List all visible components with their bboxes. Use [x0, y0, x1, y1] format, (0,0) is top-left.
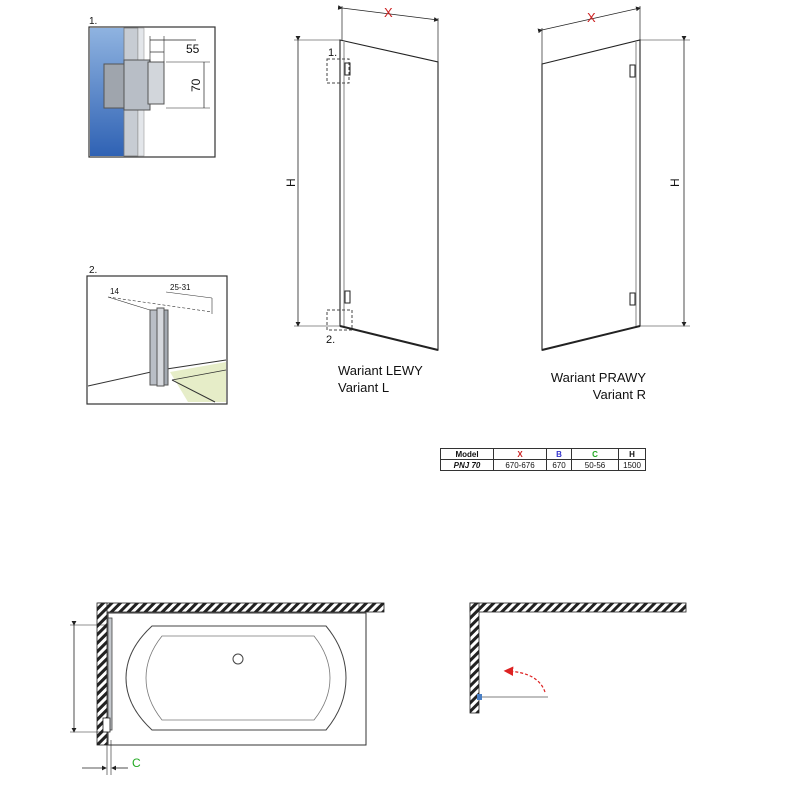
glass-panel-left — [339, 39, 439, 351]
swing-arrow — [503, 666, 546, 693]
detail2-label: 2. — [89, 265, 97, 276]
profile-right — [156, 307, 165, 387]
callout-2-box — [326, 309, 353, 331]
drain-icon — [232, 653, 244, 665]
hinge-body — [123, 59, 151, 111]
wall-top — [97, 602, 385, 613]
left-width-label: X — [384, 5, 393, 20]
right-variant-title: Wariant PRAWY — [550, 370, 646, 385]
elevation-left: X 1. 2. H — [284, 5, 439, 351]
table-row: PNJ 70 670-676 670 50-56 1500 — [440, 459, 646, 471]
th-model: Model — [440, 448, 494, 460]
hinge-plate — [103, 63, 127, 109]
swing-wall-left — [469, 602, 480, 714]
detail1-dim-height: 70 — [189, 78, 203, 92]
cell-c: 50-56 — [571, 459, 619, 471]
swing-hinge — [477, 694, 482, 700]
detail-1: 1. 55 70 — [88, 16, 216, 158]
wall-left — [96, 602, 108, 746]
detail1-label: 1. — [89, 16, 97, 27]
detail-2: 2. 14 25-31 — [86, 265, 228, 405]
th-x: X — [493, 448, 547, 460]
spec-table: Model X B C H PNJ 70 670-676 670 50-56 1… — [440, 448, 646, 471]
glass-panel-right — [541, 39, 641, 351]
right-height-label: H — [668, 178, 682, 187]
plan-bathtub: C — [70, 602, 385, 775]
right-variant-subtitle: Variant R — [592, 387, 646, 402]
detail1-dim-width: 55 — [186, 42, 200, 56]
th-h: H — [618, 448, 646, 460]
plan-swing — [469, 602, 687, 714]
callout-1-box — [326, 58, 350, 84]
swing-wall-top — [469, 602, 687, 613]
left-height-label: H — [284, 178, 298, 187]
cell-h: 1500 — [618, 459, 646, 471]
cell-x: 670-676 — [493, 459, 547, 471]
left-variant-subtitle: Variant L — [338, 380, 390, 395]
right-width-label: X — [587, 10, 596, 25]
hinge-clamp — [147, 61, 165, 105]
screen-panel-plan — [107, 617, 113, 731]
profile-left — [149, 309, 158, 386]
detail2-dim-b: 25-31 — [170, 283, 191, 292]
bathtub-basin-outer — [125, 625, 347, 731]
left-variant-title: Wariant LEWY — [338, 363, 423, 378]
cell-b: 670 — [546, 459, 572, 471]
spec-table-header: Model X B C H — [440, 448, 646, 460]
elevation-right: X H — [537, 6, 690, 351]
detail2-dim-a: 14 — [110, 287, 119, 296]
floor — [170, 362, 226, 402]
bathtub-basin-inner — [145, 635, 331, 721]
left-callout-2: 2. — [326, 334, 335, 346]
th-c: C — [571, 448, 619, 460]
left-callout-1: 1. — [328, 47, 337, 59]
plan-c-label: C — [132, 756, 141, 770]
th-b: B — [546, 448, 572, 460]
cell-model: PNJ 70 — [440, 459, 494, 471]
